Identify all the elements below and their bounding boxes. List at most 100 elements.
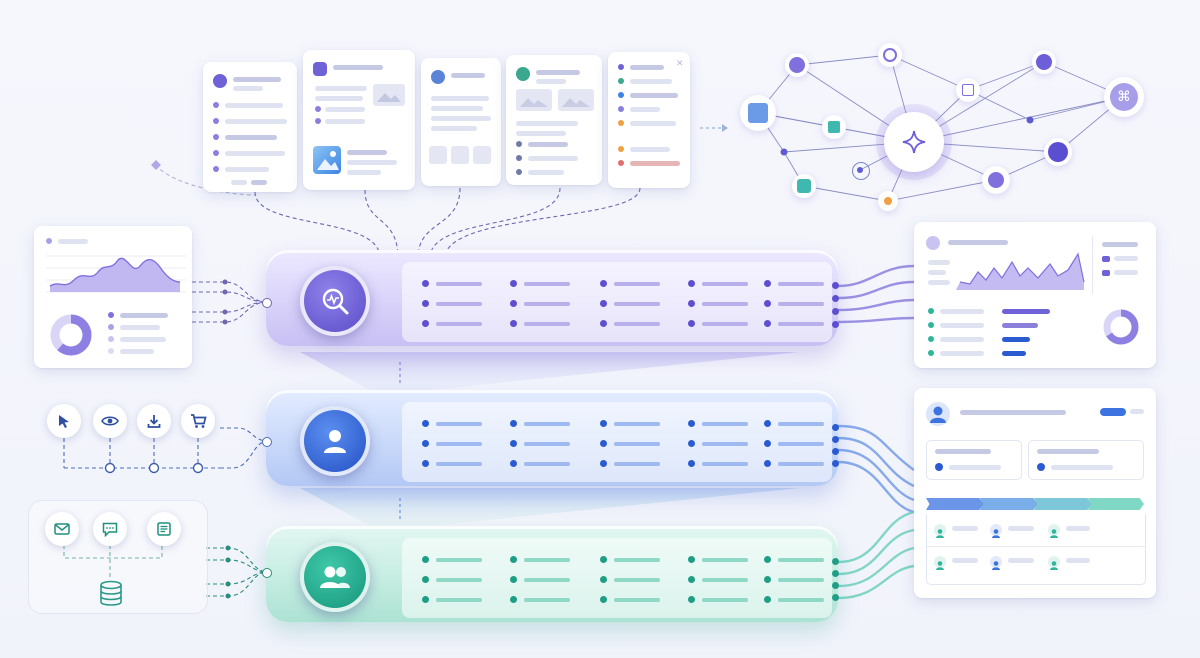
network-node-document: [740, 95, 776, 131]
network-node-link: ⌘: [1104, 77, 1144, 117]
panel-cell: [510, 320, 570, 327]
image-icon: [373, 84, 405, 106]
team-panel: [402, 538, 832, 618]
network-node-ring: [852, 162, 870, 180]
panel-cell: [510, 280, 570, 287]
team-layer: [262, 526, 839, 622]
cart-icon: [190, 414, 207, 428]
download-button[interactable]: [137, 404, 171, 438]
network-node-calendar: [956, 78, 980, 102]
contact-avatar: [934, 556, 946, 570]
eye-icon: [101, 416, 119, 426]
panel-cell: [600, 280, 660, 287]
donut-chart: [50, 314, 92, 356]
network-node-globe: [982, 166, 1010, 194]
panel-cell: [688, 440, 748, 447]
network-node-hexagon: [1044, 138, 1072, 166]
network-node-box: [792, 174, 816, 198]
contact-avatar: [990, 524, 1002, 538]
panel-cell: [422, 280, 482, 287]
dashboard-card: [914, 222, 1156, 368]
profile-card: [914, 388, 1156, 598]
panel-cell: [510, 460, 570, 467]
pipeline-step-1: [926, 498, 984, 510]
chat-button[interactable]: [93, 512, 127, 546]
user-badge: [300, 406, 370, 476]
panel-cell: [510, 420, 570, 427]
contact-avatar: [990, 556, 1002, 570]
panel-cell: [422, 576, 482, 583]
panel-cell: [600, 300, 660, 307]
doc-card-1: [203, 62, 297, 192]
panel-cell: [510, 576, 570, 583]
panel-cell: [688, 596, 748, 603]
user-layer: [262, 390, 839, 486]
panel-cell: [688, 280, 748, 287]
panel-cell: [764, 420, 824, 427]
panel-cell: [764, 280, 824, 287]
network-node-pin: [878, 191, 898, 211]
panel-cell: [422, 440, 482, 447]
contacts-table: [926, 514, 1146, 585]
panel-cell: [422, 300, 482, 307]
network-node-chart: [822, 115, 846, 139]
user-icon: [324, 430, 346, 453]
cursor-button[interactable]: [47, 404, 81, 438]
panel-cell: [422, 420, 482, 427]
analysis-badge: [300, 266, 370, 336]
close-icon[interactable]: ✕: [676, 59, 684, 69]
photo-icon: [313, 146, 341, 174]
panel-cell: [688, 576, 748, 583]
network-center-node: [884, 112, 944, 172]
panel-cell: [422, 556, 482, 563]
panel-cell: [422, 596, 482, 603]
panel-cell: [422, 320, 482, 327]
team-badge: [300, 542, 370, 612]
analysis-layer: [262, 250, 839, 346]
sparkle-icon: [902, 130, 926, 154]
pipeline-step-3: [1034, 498, 1092, 510]
panel-cell: [422, 460, 482, 467]
doc-card-5: ✕: [608, 52, 690, 188]
panel-cell: [764, 576, 824, 583]
profile-info-box-1: [926, 440, 1022, 480]
pipeline-step-2: [980, 498, 1038, 510]
panel-cell: [600, 320, 660, 327]
document-card-icon: [213, 74, 227, 88]
panel-cell: [510, 556, 570, 563]
panel-cell: [600, 440, 660, 447]
mail-button[interactable]: [45, 512, 79, 546]
network-node-shield: [785, 53, 809, 77]
panel-cell: [764, 460, 824, 467]
database-icon: [100, 580, 122, 606]
panel-cell: [600, 460, 660, 467]
user-panel: [402, 402, 832, 482]
network-node-gauge: [1032, 50, 1056, 74]
contact-avatar: [934, 524, 946, 538]
panel-cell: [688, 460, 748, 467]
download-icon: [147, 415, 161, 428]
doc-card-4: [506, 55, 602, 185]
view-button[interactable]: [93, 404, 127, 438]
cart-button[interactable]: [181, 404, 215, 438]
avatar: [926, 402, 950, 426]
panel-cell: [764, 320, 824, 327]
panel-cell: [600, 556, 660, 563]
contact-avatar: [1048, 524, 1060, 538]
checklist-card-icon: [618, 64, 624, 70]
form-button[interactable]: [147, 512, 181, 546]
analysis-panel: [402, 262, 832, 342]
mail-icon: [54, 523, 70, 535]
panel-cell: [600, 596, 660, 603]
panel-cell: [688, 300, 748, 307]
cursor-icon: [59, 415, 69, 428]
panel-cell: [510, 440, 570, 447]
area-chart: [46, 255, 186, 293]
panel-cell: [688, 420, 748, 427]
panel-cell: [510, 596, 570, 603]
dashboard-donut: [1103, 309, 1139, 345]
profile-info-box-2: [1028, 440, 1144, 480]
panel-cell: [764, 596, 824, 603]
panel-cell: [764, 556, 824, 563]
